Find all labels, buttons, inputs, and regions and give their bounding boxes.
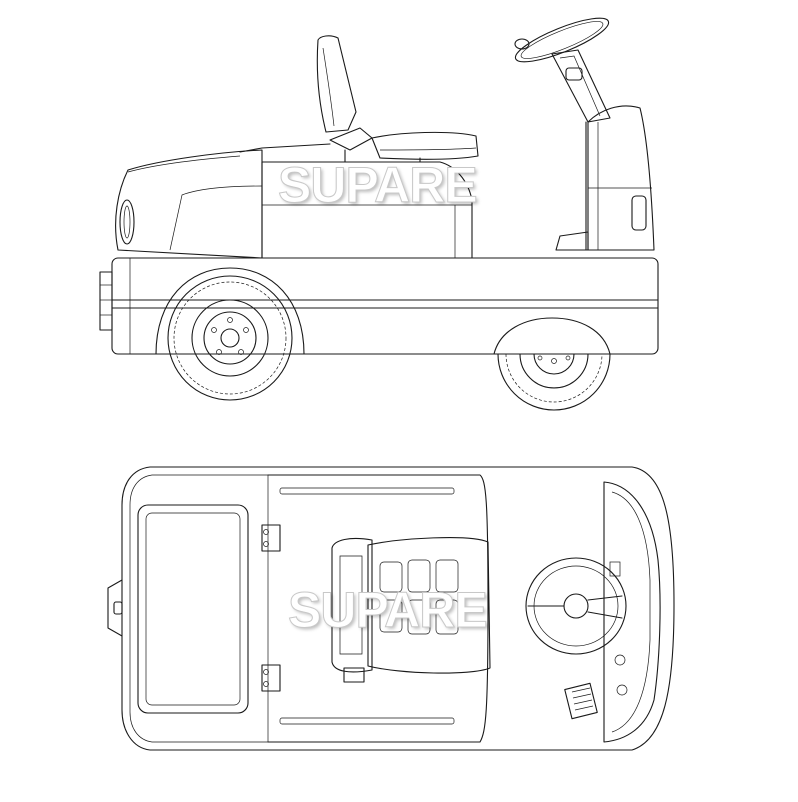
chassis <box>111 257 659 355</box>
steering-wheel <box>514 17 610 63</box>
hood <box>115 149 263 259</box>
watermark-side: SUPARE <box>278 157 479 213</box>
driver-seat <box>316 35 479 163</box>
step-plate <box>555 231 589 251</box>
steering-assembly <box>514 17 611 251</box>
hood-panel <box>137 504 249 714</box>
front-wheel <box>167 275 293 401</box>
seat-top <box>331 537 491 683</box>
watermark-top: SUPARE <box>288 582 489 638</box>
accelerator-pedal <box>564 682 598 720</box>
panel-hinges <box>261 524 281 692</box>
side-view <box>99 17 659 411</box>
top-view <box>107 466 675 751</box>
headlight <box>119 199 135 245</box>
rear-console <box>587 105 655 251</box>
dash-top <box>603 481 661 743</box>
dash-knob <box>614 654 626 666</box>
top-body-outline <box>121 466 675 751</box>
battery-compartment <box>261 161 473 259</box>
steering-wheel-top <box>525 557 627 655</box>
tow-coupler <box>99 271 113 331</box>
tow-hitch-top <box>107 579 123 637</box>
rear-wheel <box>497 353 611 411</box>
